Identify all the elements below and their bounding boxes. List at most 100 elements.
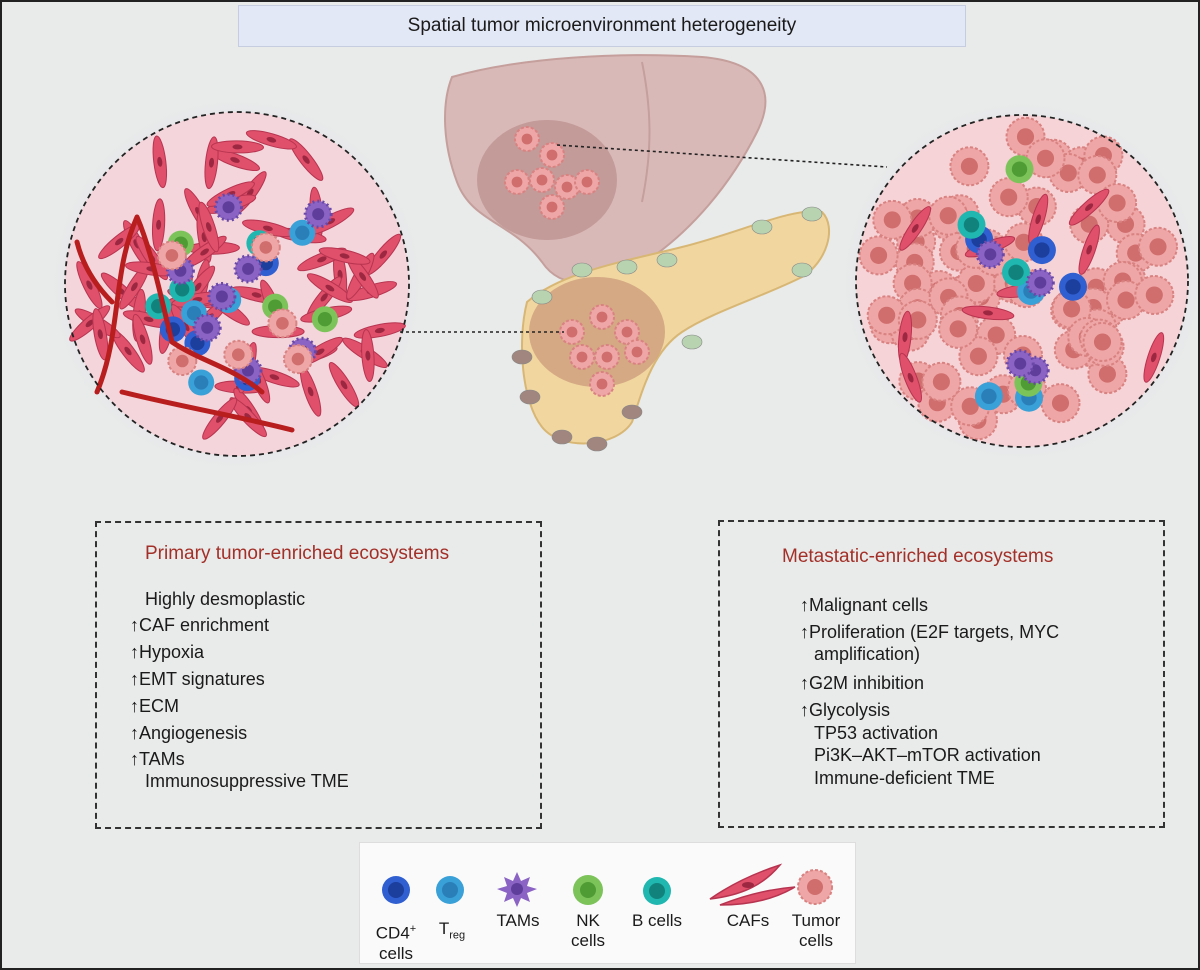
caf-cell [1078,224,1100,275]
tumor-cell-nucleus [536,174,548,186]
tumor-cell-nucleus [932,373,950,391]
caf-cell [242,219,294,238]
treg-cell-nucleus [981,388,997,404]
tumor-cell-nucleus [1051,394,1070,412]
caf-nucleus [208,157,215,168]
primary-line: ↑CAF enrichment [130,615,270,635]
caf-nucleus [157,156,163,167]
lymph-node [531,289,553,305]
caf-cell [899,352,922,403]
treg-cell-nucleus [295,225,310,240]
caf-nucleus [86,280,93,290]
tumor-cell-nucleus [878,306,896,324]
metastatic-line: Pi3K–AKT–mTOR activation [814,745,1041,765]
tams-label: TAMs [496,911,540,930]
metastatic-line: amplification) [814,644,921,664]
tumor-cell-nucleus [1149,238,1167,256]
metastatic-heading: Metastatic-enriched ecosystems [782,546,1054,567]
tumor-cell-nucleus [969,347,987,365]
lymph-node [656,252,678,268]
caf-nucleus [983,310,993,316]
metastatic-line: TP53 activation [814,723,939,743]
caf-cell [899,206,932,251]
caf-cell [152,135,168,189]
caf-nucleus [156,219,162,230]
caf-cell [961,305,1015,321]
liver-metastases [504,126,600,220]
lymph-node [791,262,813,278]
bcell-nucleus [1008,264,1024,280]
metastatic-ecosystem [840,99,1198,463]
tumor-cell-nucleus [546,149,558,161]
caf-nucleus [325,284,335,292]
tam-cell-nucleus [222,201,235,214]
legend-icons [382,863,833,907]
caf-nucleus [139,334,146,345]
primary-line: Highly desmoplastic [145,589,306,609]
tam-cell-nucleus [312,208,325,221]
tumor-cell-nucleus [967,274,985,293]
lymph-node [571,262,593,278]
figure-title: Spatial tumor microenvironment heterogen… [238,5,966,47]
caf-cell [288,138,324,181]
lymph-node [681,334,703,350]
connector-liver-metastatic [556,144,888,168]
caf-nucleus [315,348,325,356]
caf-nucleus [251,292,262,298]
tumor-cell-nucleus [1117,291,1135,309]
primary-cells [69,130,406,440]
tam-cell-nucleus [201,321,214,334]
primary-line: ↑EMT signatures [130,669,265,689]
caf-nucleus [230,157,240,163]
tam-cell-nucleus [242,262,255,275]
tumor-cell-nucleus [1145,286,1163,304]
tumor-cell-nucleus [1015,233,1033,251]
tumor-cell-nucleus [960,157,978,175]
nk-cell-icon [573,875,603,905]
primary-line: ↑ECM [130,696,179,716]
metastatic-line: ↑Malignant cells [800,595,929,615]
cd4-cell-icon [382,876,410,904]
tumor-cell-nucleus [939,207,957,225]
caf-nucleus [1086,244,1093,255]
tumor-cell-nucleus [1059,164,1077,182]
caf-cell [211,140,264,154]
tam-cell-nucleus [215,290,228,303]
blood-vessel [74,214,295,433]
caf-cell [1143,332,1165,383]
tumor-cell-icon [797,869,833,905]
caf-nucleus [85,319,94,328]
caf-nucleus [374,327,385,334]
tumor-cell-nucleus [601,351,613,363]
bcell-icon [643,877,671,905]
tumor-cell-nucleus [576,351,588,363]
metastatic-line: Immune-deficient TME [814,768,995,788]
tumor-cell-nucleus [1016,128,1035,146]
primary-line: Immunosuppressive TME [145,771,349,791]
caf-nucleus [262,225,273,231]
caf-nucleus [1035,214,1042,225]
caf-nucleus [115,237,124,246]
caf-nucleus [339,253,350,259]
caf-cell [151,198,166,252]
caf-cell [365,233,402,276]
tumor-cell-nucleus [566,326,578,338]
caf-nucleus [97,329,103,340]
metastatic-line: ↑G2M inhibition [800,673,925,693]
primary-tumor-ecosystem [49,96,425,472]
lymph-node [751,219,773,235]
caf-nucleus [902,332,908,343]
lymph-node [519,389,541,405]
cd4-cell-nucleus [1065,279,1081,295]
tumor-cell-nucleus [232,348,245,362]
lymph-node [511,349,533,365]
caf-cell [198,201,220,253]
tumor-cell-nucleus [511,176,523,188]
metastatic-line: ↑Glycolysis [800,700,891,720]
treg-cell-nucleus [186,306,202,321]
caf-nucleus [911,224,919,233]
tumor-cell-nucleus [1108,194,1126,212]
tumor-cell-nucleus [870,246,888,264]
